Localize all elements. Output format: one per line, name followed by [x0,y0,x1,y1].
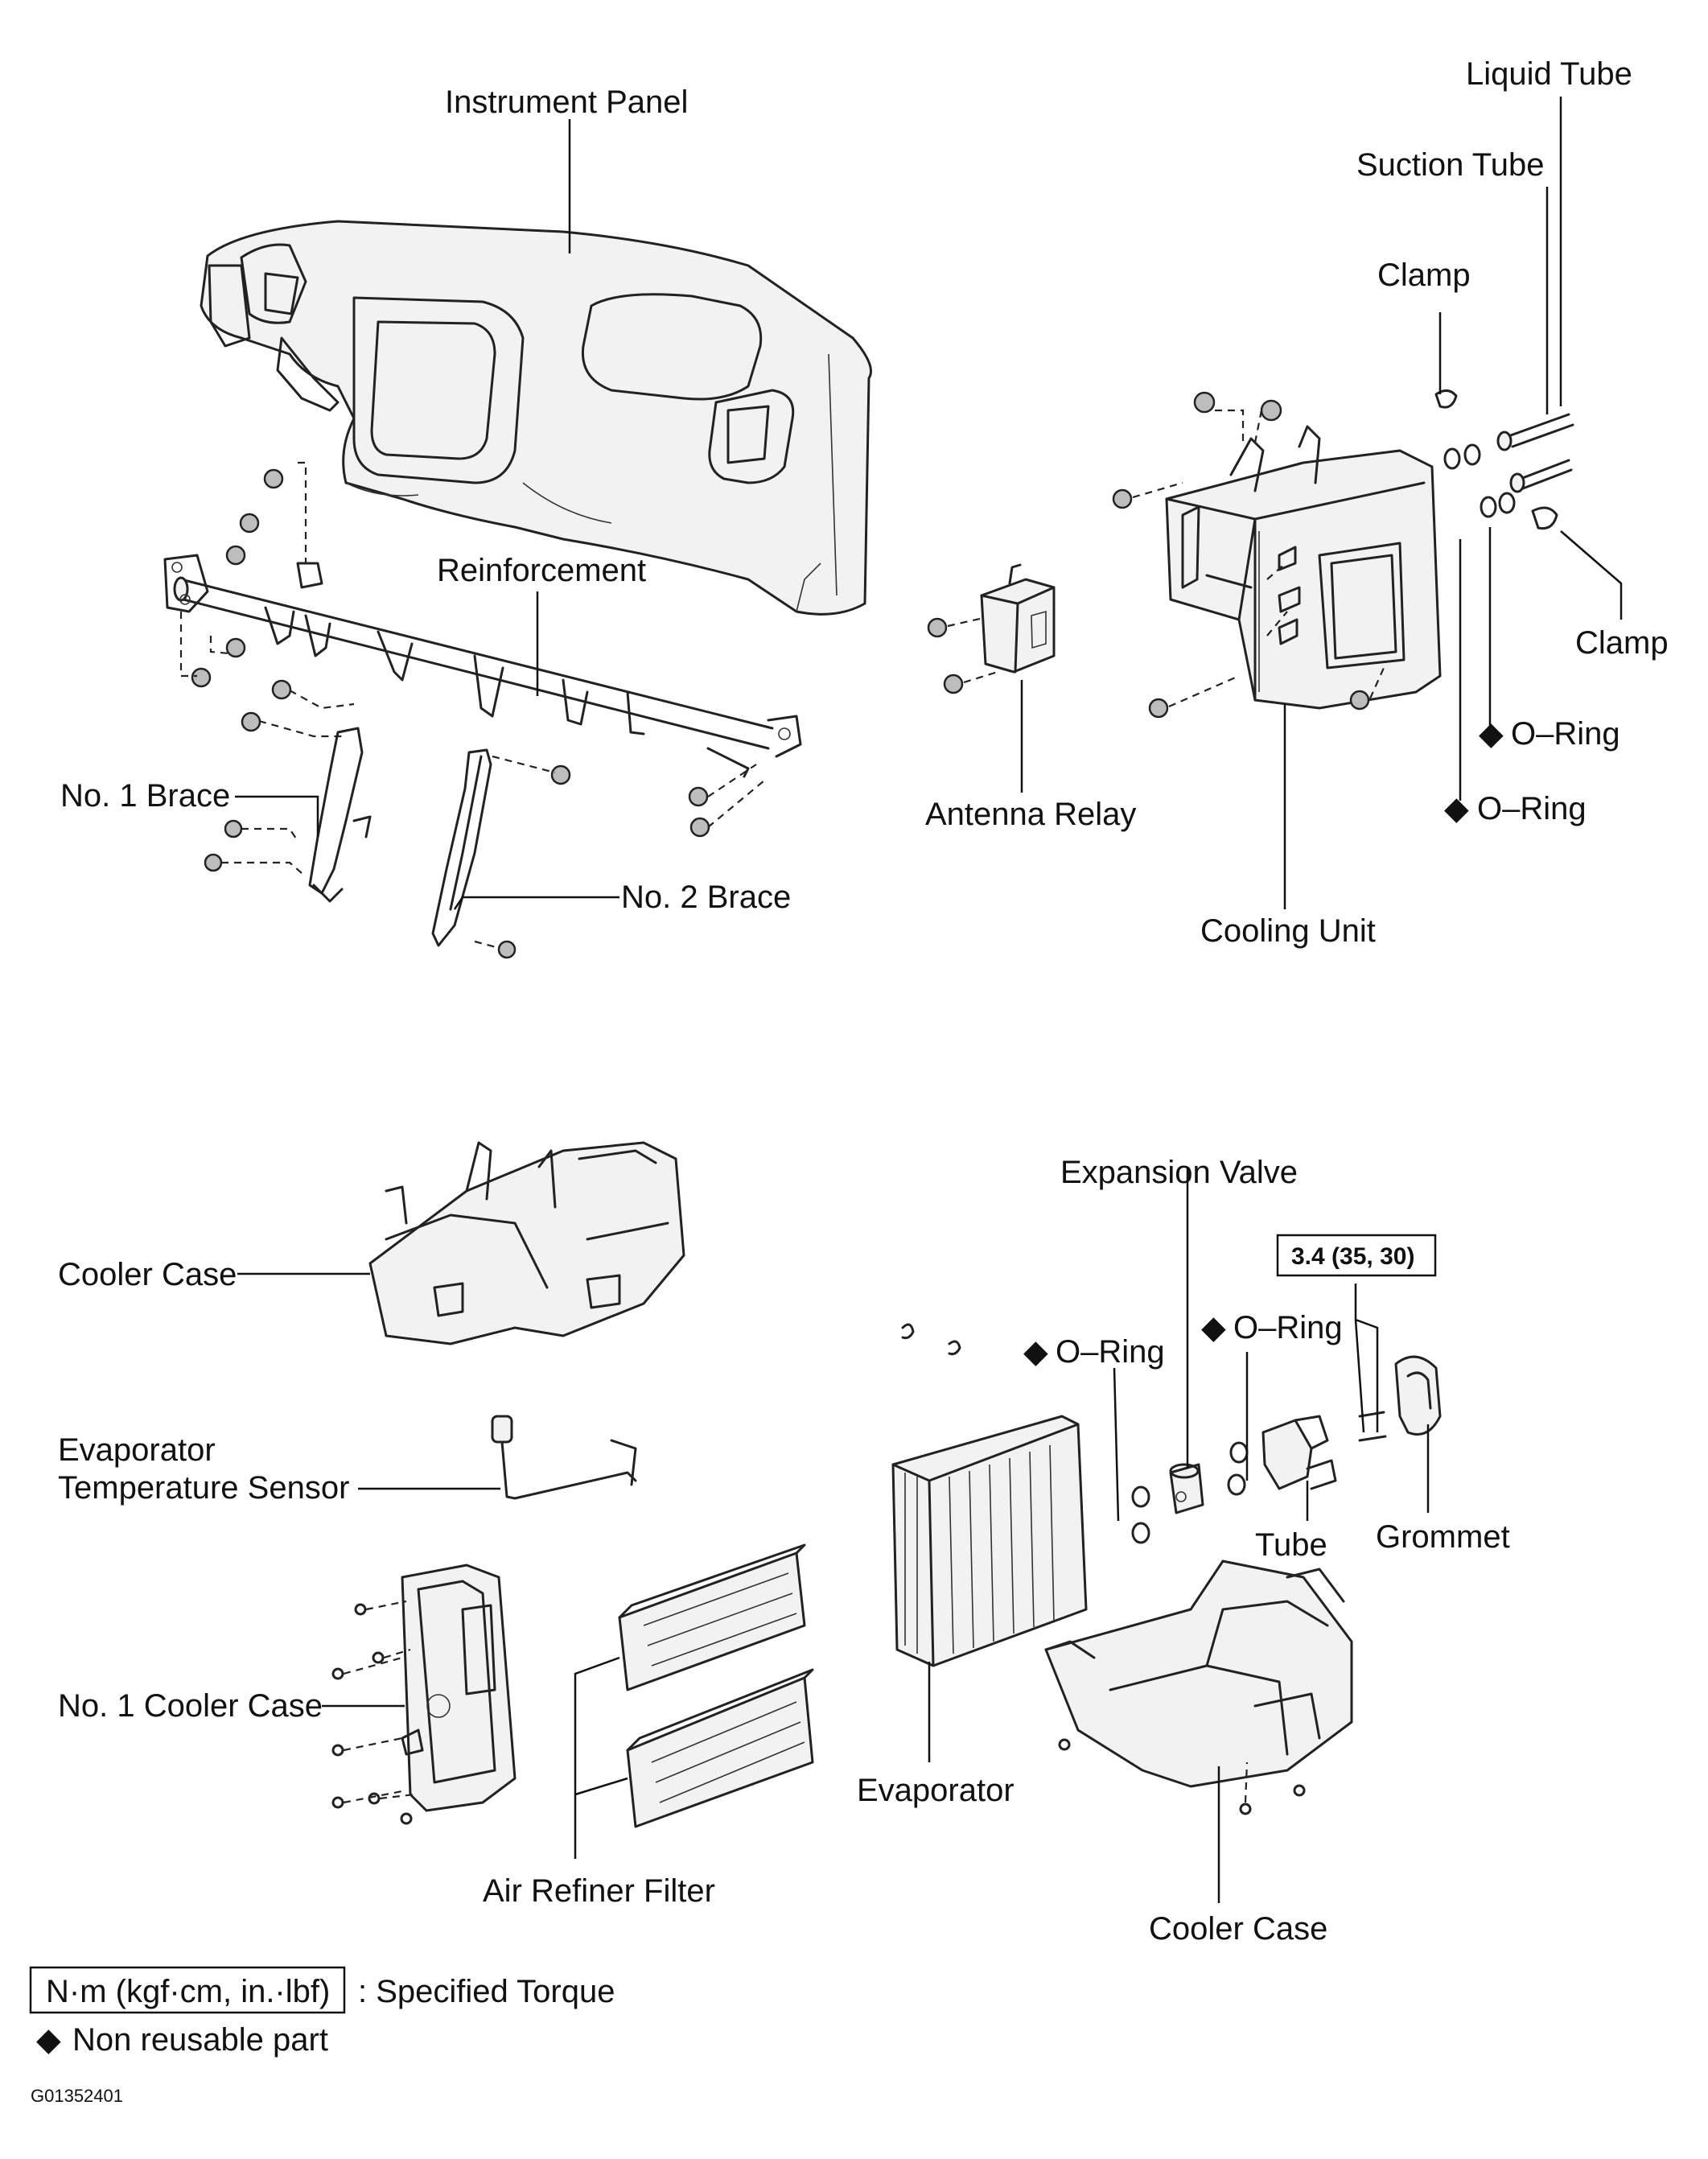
label-no1-brace: No. 1 Brace [60,778,230,814]
non-reusable-mark: ◆ [1479,716,1504,752]
non-reusable-mark: ◆ [1201,1310,1226,1345]
no1-cooler-case-drawing [331,1564,517,1825]
label-liquid-tube: Liquid Tube [1466,56,1632,92]
label-air-refiner-filter: Air Refiner Filter [483,1873,715,1909]
label-cooler-case-lower: Cooler Case [1149,1911,1327,1947]
label-clamp-lower: Clamp [1575,625,1669,661]
label-reinforcement: Reinforcement [437,553,646,588]
tubes-drawing [1434,389,1574,530]
evaporator-temperature-sensor-drawing [491,1415,637,1500]
reinforcement-drawing [163,554,802,778]
label-evaporator-temp-sensor-1: Evaporator [58,1432,216,1468]
cooling-unit-drawing [1112,391,1442,719]
cooler-case-lower-drawing [1044,1560,1353,1815]
legend-torque-text: : Specified Torque [358,1974,615,2009]
torque-value: 3.4 (35, 30) [1291,1243,1414,1270]
part-labels: Instrument Panel Reinforcement No. 1 Bra… [58,56,1669,1947]
label-cooler-case-upper: Cooler Case [58,1257,237,1292]
evaporator-drawing [891,1415,1088,1667]
label-evaporator-temp-sensor-2: Temperature Sensor [58,1470,349,1506]
torque-box [1276,1234,1437,1277]
legend-torque-unit: N·m (kgf·cm, in.·lbf) [46,1974,330,2009]
legend-torque-box [29,1966,346,2014]
legend-non-reusable-text: Non reusable part [72,2022,328,2058]
label-tube: Tube [1255,1527,1327,1563]
no1-brace-drawing [308,727,372,903]
no2-brace-drawing [431,748,492,947]
label-no2-brace: No. 2 Brace [621,880,791,915]
label-instrument-panel: Instrument Panel [445,84,688,120]
label-suction-tube: Suction Tube [1356,147,1545,183]
label-expansion-valve: Expansion Valve [1060,1155,1298,1190]
label-cooling-unit: Cooling Unit [1200,913,1376,949]
legend: N·m (kgf·cm, in.·lbf) : Specified Torque… [29,1966,615,2106]
figure-id: G01352401 [31,2086,123,2106]
label-o-ring-2: O–Ring [1477,791,1587,826]
fasteners-left [179,461,765,959]
expansion-valve-parts-drawing [901,1323,1442,1544]
non-reusable-mark: ◆ [36,2022,61,2058]
non-reusable-mark: ◆ [1444,791,1469,826]
label-grommet: Grommet [1376,1519,1510,1555]
label-clamp-upper: Clamp [1377,258,1471,293]
antenna-relay-drawing [927,563,1056,694]
label-o-ring-4: O–Ring [1233,1310,1343,1345]
non-reusable-mark: ◆ [1023,1334,1048,1370]
label-o-ring-3: O–Ring [1056,1334,1165,1370]
air-refiner-filter-drawing [618,1543,814,1828]
label-evaporator: Evaporator [857,1773,1015,1808]
leader-lines [235,97,1623,1903]
instrument-panel-drawing [200,220,872,616]
label-o-ring-1: O–Ring [1511,716,1620,752]
cooler-case-upper-drawing [368,1141,685,1345]
label-antenna-relay: Antenna Relay [925,797,1136,832]
label-no1-cooler-case: No. 1 Cooler Case [58,1688,323,1724]
